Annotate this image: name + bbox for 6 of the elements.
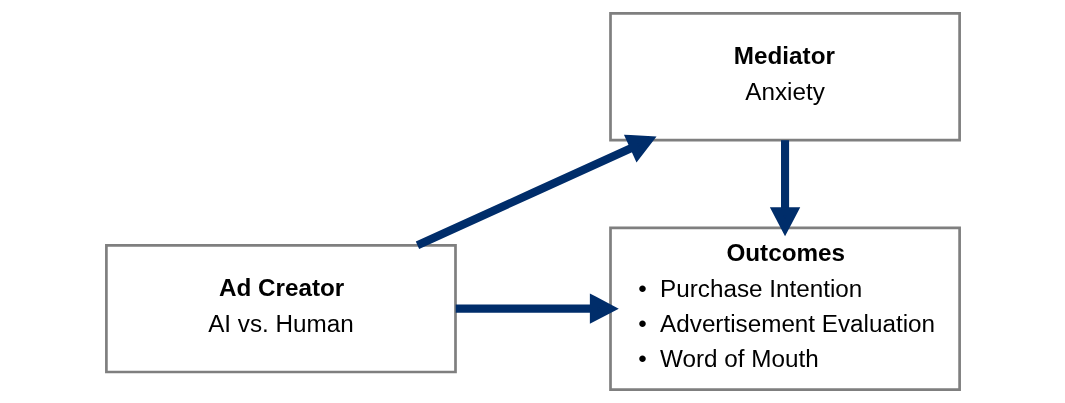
node-box: Mediator Anxiety — [608, 12, 961, 142]
node-box: Outcomes • Purchase Intention • Advertisement Evaluation • Word of Mouth — [608, 226, 961, 391]
arrow — [769, 140, 800, 237]
arrow — [455, 293, 619, 324]
node-box: Ad Creator AI vs. Human — [104, 243, 457, 374]
arrow — [415, 134, 657, 249]
